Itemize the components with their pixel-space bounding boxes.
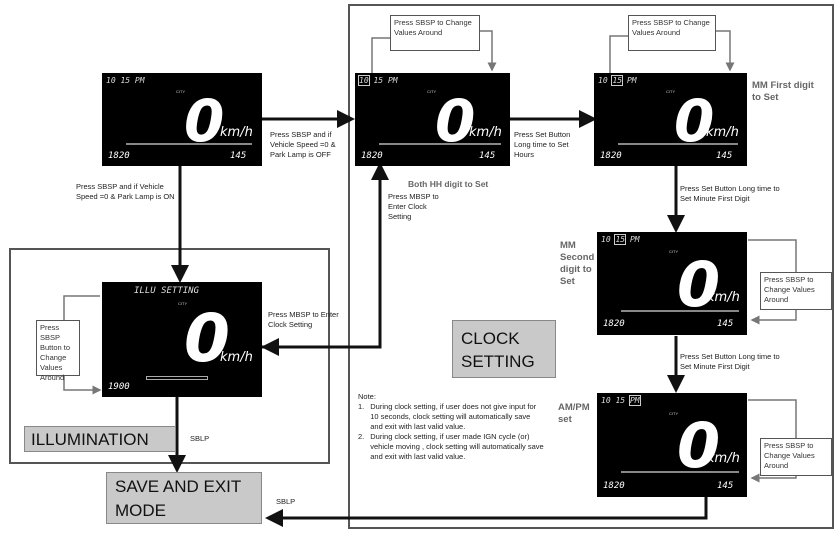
arrow-ampm-to-save	[268, 497, 706, 518]
lcd-ampm: PM	[388, 76, 398, 85]
lcd-odo: 1820	[603, 319, 625, 329]
illumination-level-bar	[146, 376, 208, 380]
lcd-odo: 1820	[361, 151, 383, 161]
lcd-hh: 10	[598, 76, 608, 85]
lcd-mm: 15	[615, 235, 625, 244]
lcd-unit: km/h	[706, 125, 739, 140]
lcd-trip: 145	[716, 151, 732, 161]
lcd-trip: 145	[479, 151, 495, 161]
note-item-1: 1.During clock setting, if user does not…	[358, 402, 544, 432]
lcd-ampm-set: 10 15 PM CITY 0 km/h 1820 145	[597, 393, 747, 497]
lcd-trip: 145	[717, 319, 733, 329]
lcd-hh: 10	[601, 396, 611, 405]
callout-change-values-mm1: Press SBSP to Change Values Around	[628, 15, 716, 51]
save-exit-title: SAVE AND EXIT MODE	[106, 472, 262, 524]
callout-change-values-illu: Press SBSP Button to Change Values Aroun…	[36, 320, 80, 376]
lcd-ampm: PM	[630, 235, 640, 244]
lcd-mm: 15	[373, 76, 383, 85]
lcd-mm: 15	[612, 76, 622, 85]
lcd-odo: 1820	[600, 151, 622, 161]
label-set-long-min-first-b: Press Set Button Long time to Set Minute…	[680, 352, 792, 372]
callout-change-values-ampm: Press SBSP to Change Values Around	[760, 438, 832, 476]
lcd-mm-first: 10 15 PM CITY 0 km/h 1820 145	[594, 73, 747, 166]
callout-change-values-hh: Press SBSP to Change Values Around	[390, 15, 480, 51]
note-item-2: 2.During clock setting, if user made IGN…	[358, 432, 544, 462]
clock-setting-title: CLOCK SETTING	[452, 320, 556, 378]
lcd-ampm: PM	[627, 76, 637, 85]
lcd-hh-set: 10 15 PM CITY 0 km/h 1820 145	[355, 73, 510, 166]
label-sblp-left: SBLP	[190, 434, 209, 444]
label-both-hh: Both HH digit to Set	[408, 178, 488, 190]
lcd-unit: km/h	[220, 350, 253, 365]
lcd-mm: 15	[615, 396, 625, 405]
note-title: Note:	[358, 392, 544, 402]
label-mm-first: MM First digit to Set	[752, 80, 820, 104]
label-sbsp-speed-off: Press SBSP and if Vehicle Speed =0 & Par…	[270, 130, 350, 160]
lcd-unit: km/h	[469, 125, 502, 140]
callout-change-values-mm2: Press SBSP to Change Values Around	[760, 272, 832, 310]
lcd-illumination: ILLU SETTING CITY 0 km/h 1900	[102, 282, 262, 397]
lcd-mm-second: 10 15 PM CITY 0 km/h 1820 145	[597, 232, 747, 335]
label-mbsp-enter-b: Press MBSP to Enter Clock Setting	[268, 310, 340, 330]
label-am-pm: AM/PM set	[558, 402, 594, 426]
label-sblp-bottom: SBLP	[276, 497, 295, 507]
lcd-hh: 10	[601, 235, 611, 244]
label-sbsp-speed-on: Press SBSP and if Vehicle Speed =0 & Par…	[76, 182, 176, 202]
lcd-speed: 0	[184, 300, 230, 377]
lcd-trip: 145	[230, 151, 246, 161]
lcd-illu-title: ILLU SETTING	[134, 286, 199, 296]
label-set-long-min-first-a: Press Set Button Long time to Set Minute…	[680, 184, 780, 204]
lcd-odo: 1820	[108, 151, 130, 161]
lcd-unit: km/h	[220, 125, 253, 140]
illumination-title: ILLUMINATION	[24, 426, 176, 452]
label-set-long-hours: Press Set Button Long time to Set Hours	[514, 130, 588, 160]
note-block: Note: 1.During clock setting, if user do…	[358, 392, 544, 462]
lcd-odo: 1900	[108, 382, 130, 392]
lcd-default: 10 15 PM CITY 0 km/h 1820 145	[102, 73, 262, 166]
lcd-unit: km/h	[707, 290, 740, 305]
lcd-unit: km/h	[707, 451, 740, 466]
lcd-odo: 1820	[603, 481, 625, 491]
lcd-hh: 10	[359, 76, 369, 85]
label-mm-second: MM Second digit to Set	[560, 240, 594, 288]
lcd-trip: 145	[717, 481, 733, 491]
lcd-time: 10 15 PM	[106, 76, 145, 85]
lcd-ampm: PM	[630, 396, 640, 405]
label-mbsp-enter-a: Press MBSP to Enter Clock Setting	[388, 192, 452, 222]
